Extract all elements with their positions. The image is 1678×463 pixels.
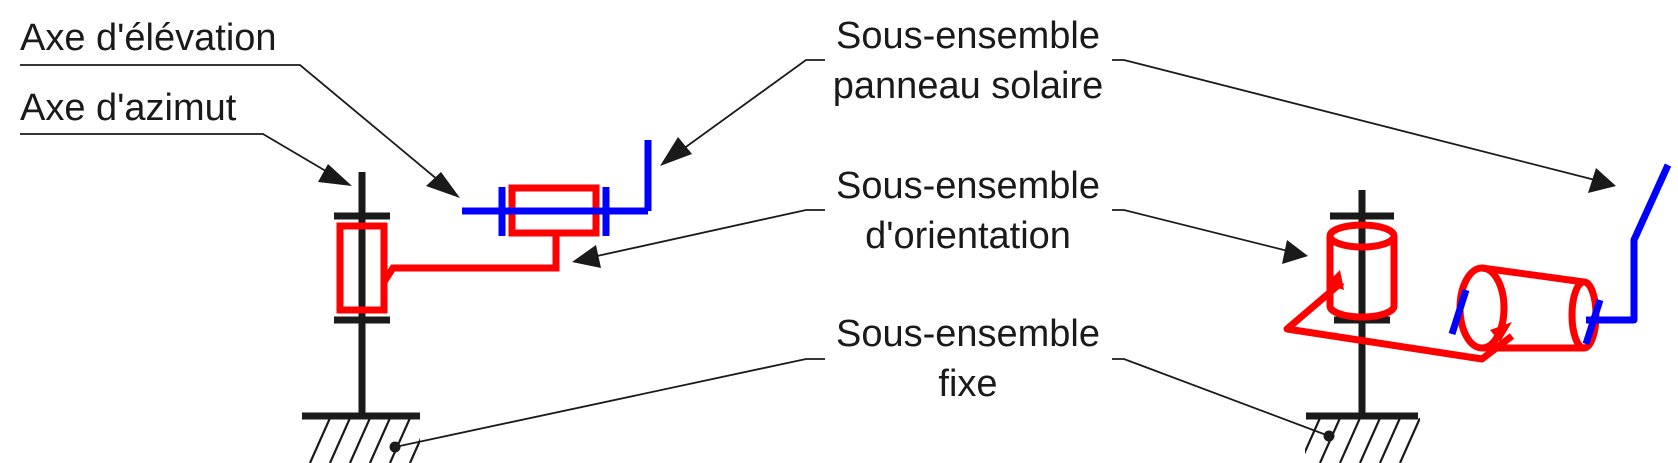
left-fixed-subassembly [302, 172, 420, 463]
right-solar-panel-subassembly [1448, 163, 1672, 346]
arrowhead-orientation-right [1282, 240, 1308, 264]
arrowhead-solar-left [660, 137, 692, 166]
right-schematic [1283, 163, 1672, 463]
left-solar-panel-subassembly [462, 140, 652, 236]
label-fixed-line1: Sous-ensemble [835, 313, 1101, 355]
label-solar-panel-line2: panneau solaire [832, 65, 1104, 107]
right-red-arrowhead-1 [1326, 270, 1344, 290]
arrowhead-solar-right [1588, 168, 1616, 193]
label-fixed-line2: fixe [938, 363, 998, 405]
label-orientation-line2: d'orientation [865, 215, 1071, 257]
right-fixed-subassembly [1305, 190, 1420, 463]
left-ground-hatching [308, 418, 420, 463]
arrowhead-azimuth [318, 164, 352, 186]
arrowhead-orientation-left [572, 245, 601, 268]
arrowhead-elevation [426, 172, 460, 198]
right-orientation-subassembly [1283, 221, 1600, 363]
left-orientation-subassembly [336, 184, 600, 314]
right-ground-hatching [1305, 418, 1420, 463]
label-elevation-axis: Axe d'élévation [20, 17, 277, 59]
right-red-arrowhead-2 [1490, 322, 1512, 342]
leader-lines [20, 59, 1616, 448]
left-schematic [302, 140, 652, 463]
label-azimuth-axis: Axe d'azimut [20, 87, 237, 129]
label-solar-panel-line1: Sous-ensemble [835, 15, 1101, 57]
label-orientation-line1: Sous-ensemble [835, 165, 1101, 207]
